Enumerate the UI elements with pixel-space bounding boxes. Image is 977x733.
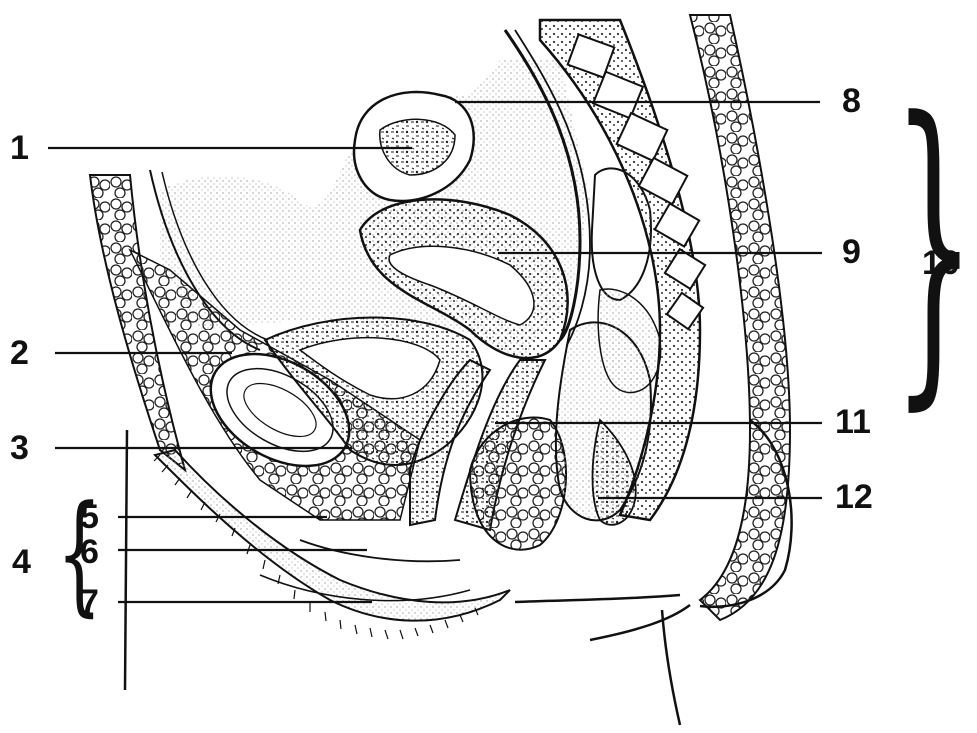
label-12: 12 [835, 480, 873, 514]
brace-10: } [892, 80, 976, 410]
label-4: 4 [12, 545, 31, 579]
label-8: 8 [842, 84, 861, 118]
label-11: 11 [835, 405, 871, 439]
buttock-outline [662, 610, 680, 725]
label-3: 3 [10, 431, 29, 465]
brace-4: { [57, 488, 102, 618]
label-2: 2 [10, 336, 29, 370]
label-9: 9 [842, 235, 861, 269]
thigh-outline [125, 430, 127, 690]
label-1: 1 [10, 131, 29, 165]
posterior-soft-tissue [690, 15, 790, 620]
gluteal-fold [515, 595, 680, 602]
